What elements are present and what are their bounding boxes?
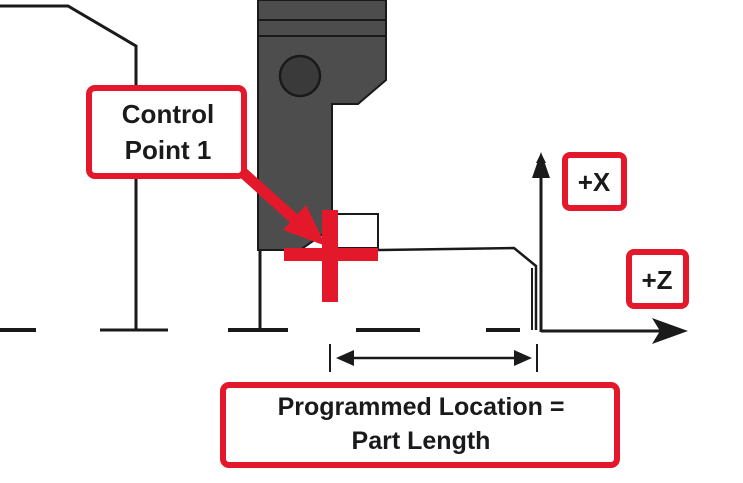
programmed-location-line2: Part Length bbox=[352, 427, 491, 455]
control-point-marker bbox=[284, 210, 378, 302]
programmed-location-label: Programmed Location = Part Length bbox=[220, 382, 620, 468]
control-point-arrow bbox=[236, 165, 326, 246]
programmed-location-line1: Programmed Location = bbox=[278, 393, 565, 421]
control-point-label-line1: Control bbox=[122, 99, 214, 129]
chuck-outline bbox=[0, 4, 138, 330]
part-profile bbox=[377, 246, 538, 330]
dimension-indicator bbox=[329, 344, 538, 372]
plus-x-text: +X bbox=[578, 167, 611, 197]
z-axis-arrowhead bbox=[652, 318, 688, 344]
tool-holder bbox=[257, 0, 387, 251]
dimension-arrowhead-left bbox=[336, 350, 354, 366]
x-axis-arrowhead bbox=[532, 152, 550, 178]
control-point-label-line2: Point 1 bbox=[125, 135, 212, 165]
plus-z-text: +Z bbox=[641, 265, 672, 295]
control-point-label: Control Point 1 bbox=[86, 85, 247, 179]
dimension-arrowhead-right bbox=[514, 350, 532, 366]
plus-x-label: +X bbox=[562, 152, 627, 211]
plus-z-label: +Z bbox=[626, 249, 689, 309]
tool-bolt-icon bbox=[278, 54, 322, 98]
